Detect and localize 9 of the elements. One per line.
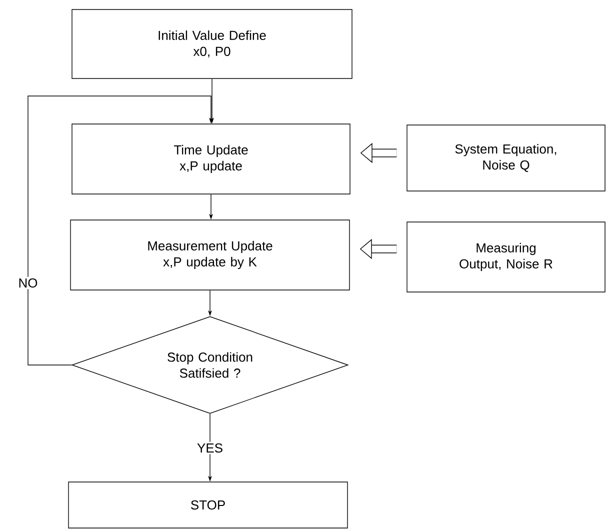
arrow <box>28 96 214 366</box>
edge-label: YES <box>196 442 224 454</box>
process-box: STOP <box>68 482 348 528</box>
process-box: Measuring Output, Noise R <box>406 222 606 292</box>
edge-label: NO <box>16 276 40 290</box>
process-box: Time Update x,P update <box>72 124 350 194</box>
process-box: Initial Value Define x0, P0 <box>72 9 352 79</box>
process-box: Measurement Update x,P update by K <box>70 220 350 290</box>
process-box: System Equation, Noise Q <box>406 124 606 192</box>
